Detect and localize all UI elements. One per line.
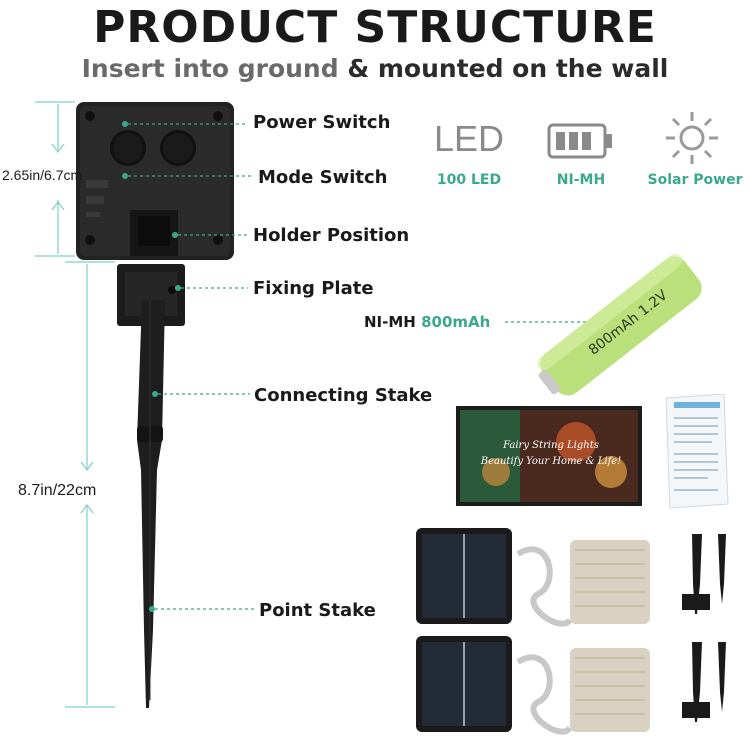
kit-set-1 — [416, 528, 726, 627]
page-title: PRODUCT STRUCTURE — [93, 2, 657, 53]
fixing-plate-label: Fixing Plate — [253, 278, 374, 299]
panel-height-dimension — [35, 101, 75, 257]
box-text-2: Beautify Your Home & Life! — [480, 456, 621, 467]
page-subtitle: Insert into ground & mounted on the wall — [0, 54, 750, 83]
feature-caption-solar: Solar Power — [647, 172, 743, 188]
battery-spec-label: NI-MH 800mAh — [364, 313, 490, 331]
panel-height-label: 2.65in/6.7cm — [2, 167, 83, 183]
box-text-1: Fairy String Lights — [502, 440, 599, 451]
stake-shape — [137, 300, 165, 708]
power-switch-label: Power Switch — [253, 112, 391, 133]
stake-height-dimension — [65, 261, 115, 708]
stake-height-label: 8.7in/22cm — [18, 482, 97, 499]
mode-switch-label: Mode Switch — [258, 167, 388, 188]
subtitle-part-ground: Insert into ground — [81, 54, 339, 83]
solar-control-box — [76, 102, 234, 260]
gift-box-image: Fairy String Lights Beautify Your Home &… — [456, 406, 642, 506]
feature-caption-battery: NI-MH — [556, 172, 606, 188]
subtitle-part-wall: & mounted on the wall — [347, 54, 669, 83]
battery-capacity: 800mAh — [421, 313, 491, 331]
battery-image: 800mAh 1.2V — [537, 253, 702, 396]
led-text-icon: LED — [433, 118, 505, 159]
battery-icon — [547, 123, 612, 159]
point-stake-label: Point Stake — [259, 600, 376, 621]
kit-contents-image — [416, 528, 726, 735]
kit-set-2 — [416, 636, 726, 735]
holder-position-label: Holder Position — [253, 225, 410, 246]
battery-type: NI-MH — [364, 313, 416, 331]
connecting-stake-label: Connecting Stake — [254, 385, 433, 406]
feature-caption-led: 100 LED — [436, 172, 502, 188]
manual-image — [665, 394, 729, 509]
sun-icon — [666, 112, 718, 164]
fixing-plate-shape — [117, 264, 185, 326]
